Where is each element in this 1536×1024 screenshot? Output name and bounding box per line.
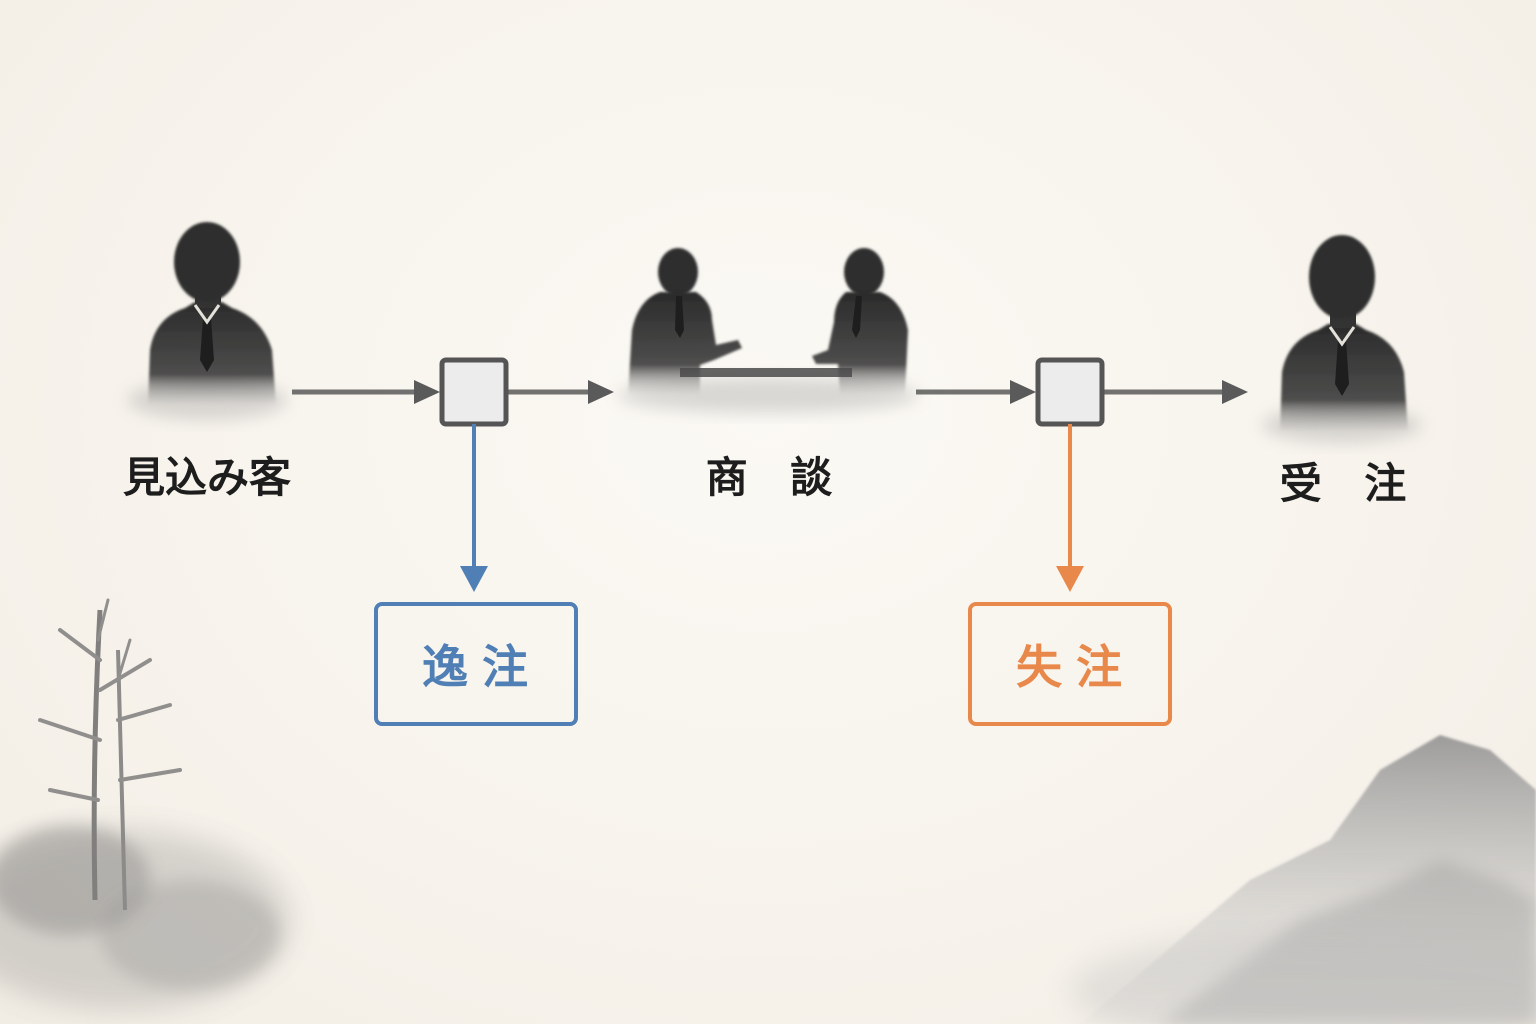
order-label: 受 注 [1279, 459, 1421, 508]
missed-order-label: 逸注 [422, 640, 542, 694]
flow-arrow-gate2-to-order [1104, 380, 1248, 404]
decision-gate-1 [439, 357, 509, 427]
mountain-decoration [1070, 735, 1536, 1024]
prospect-label: 見込み客 [122, 453, 292, 502]
order-person-icon [1262, 235, 1422, 443]
outcome-box-missed [374, 602, 578, 726]
bamboo-decoration [0, 598, 290, 1010]
branch-arrow-missed [460, 424, 488, 592]
flow-arrow-negotiation-to-gate2 [916, 380, 1036, 404]
negotiation-label: 商 談 [705, 453, 847, 502]
prospect-person-icon [127, 222, 287, 420]
negotiation-people-icon [618, 248, 918, 413]
flow-arrow-prospect-to-gate1 [292, 380, 440, 404]
branch-arrow-lost [1056, 424, 1084, 592]
decision-gate-2 [1035, 357, 1105, 427]
flow-arrow-gate1-to-negotiation [508, 380, 614, 404]
outcome-box-lost [968, 602, 1172, 726]
lost-order-label: 失注 [1016, 640, 1136, 694]
